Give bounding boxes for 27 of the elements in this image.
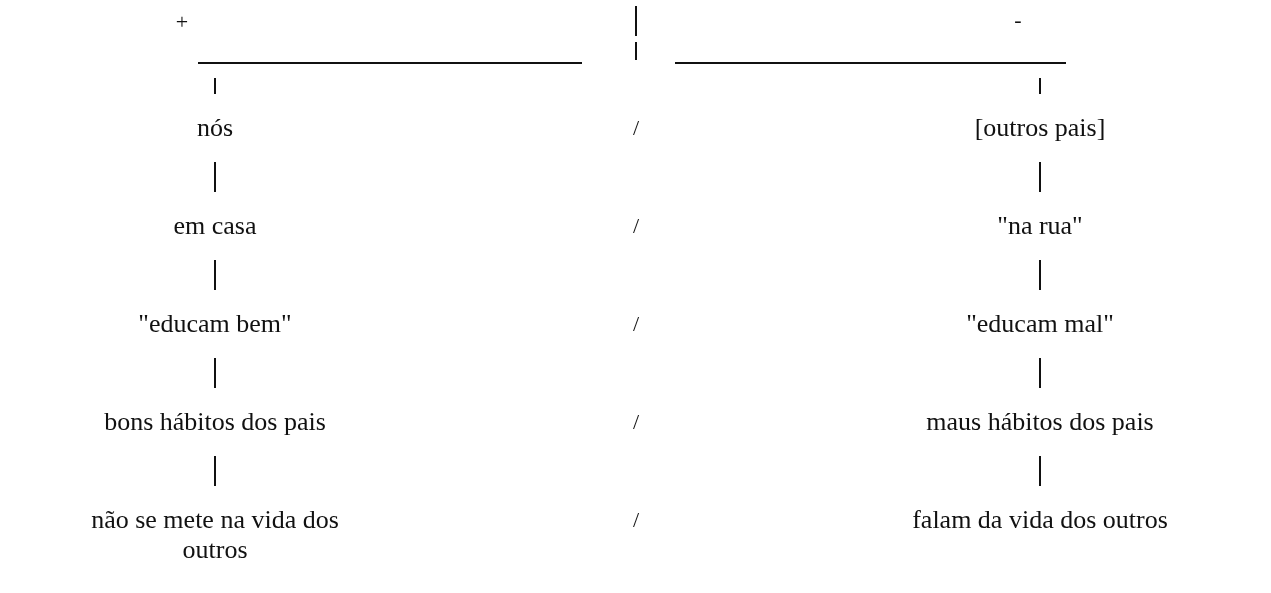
connector-line: [1039, 259, 1041, 291]
node-text: em casa: [173, 211, 257, 241]
node-text: não se mete na vida dos outros: [90, 505, 340, 565]
node-text: "na rua": [997, 211, 1083, 241]
symbol-label: /: [632, 311, 640, 337]
symbol-label: /: [632, 115, 640, 141]
connector-line: [1039, 77, 1041, 95]
symbol-label: -: [1014, 7, 1022, 33]
symbol-label: /: [632, 213, 640, 239]
connector-line: [1039, 357, 1041, 389]
node-text: [outros pais]: [974, 113, 1106, 143]
symbol-label: /: [632, 507, 640, 533]
node-text: maus hábitos dos pais: [926, 407, 1154, 437]
connector-line: [214, 77, 216, 95]
node-text: bons hábitos dos pais: [104, 407, 326, 437]
connector-line: [214, 455, 216, 487]
node-text: "educam bem": [138, 309, 292, 339]
symbol-label: /: [632, 409, 640, 435]
node-text: falam da vida dos outros: [912, 505, 1168, 535]
symbol-label: +: [175, 9, 189, 35]
connector-line: [214, 357, 216, 389]
node-text: nós: [196, 113, 234, 143]
connector-line: [214, 259, 216, 291]
connector-line: [214, 161, 216, 193]
connector-line: [1039, 161, 1041, 193]
node-text: "educam mal": [966, 309, 1114, 339]
connector-line: [1039, 455, 1041, 487]
